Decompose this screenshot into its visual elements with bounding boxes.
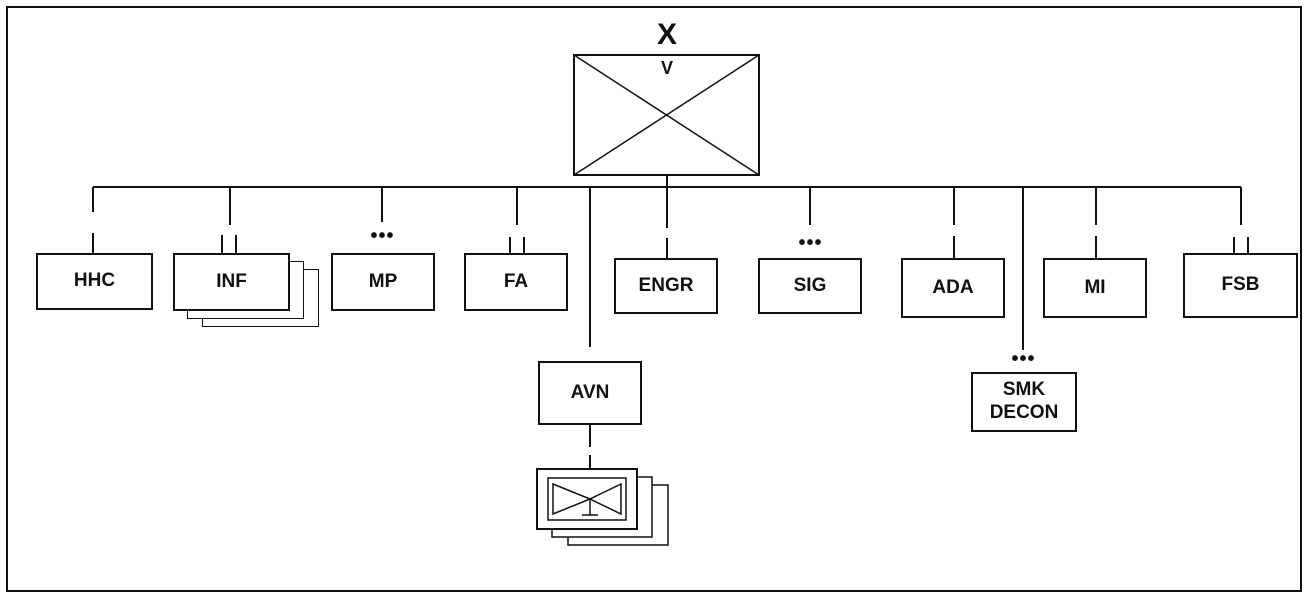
unit-box-fsb: FSB bbox=[1183, 253, 1298, 318]
infantry-cross-line-2 bbox=[573, 54, 760, 176]
unit-box-engr: ENGR bbox=[614, 258, 718, 314]
diagram-frame bbox=[6, 6, 1302, 592]
unit-label-avn: AVN bbox=[570, 381, 610, 403]
unit-label-mp: MP bbox=[368, 270, 398, 292]
unit-label-ada: ADA bbox=[932, 276, 974, 298]
hq-designation: V bbox=[660, 58, 673, 78]
unit-box-hhc: HHC bbox=[36, 253, 153, 310]
unit-box-mi: MI bbox=[1043, 258, 1147, 318]
unit-box-ada: ADA bbox=[901, 258, 1005, 318]
unit-label-hhc: HHC bbox=[73, 270, 116, 292]
unit-label-smk: SMK bbox=[1002, 379, 1046, 401]
unit-box-fa: FA bbox=[464, 253, 568, 311]
unit-label-fsb: FSB bbox=[1221, 274, 1260, 296]
sig-size-dots: ••• bbox=[798, 232, 823, 254]
unit-box-sig: SIG bbox=[758, 258, 862, 314]
unit-label-mi: MI bbox=[1084, 276, 1106, 298]
unit-box-avn: AVN bbox=[538, 361, 642, 425]
smk-size-dots: ••• bbox=[1011, 348, 1036, 370]
unit-box-inf: INF bbox=[173, 253, 290, 311]
unit-label-fa: FA bbox=[503, 270, 529, 292]
aviation-bowtie-icon bbox=[547, 477, 627, 521]
hq-echelon-symbol: X bbox=[656, 18, 677, 51]
unit-box-mp: MP bbox=[331, 253, 435, 311]
mp-size-dots: ••• bbox=[370, 225, 395, 247]
unit-label-sig: SIG bbox=[793, 274, 827, 296]
unit-label-decon: DECON bbox=[989, 402, 1059, 423]
unit-box-smk-decon: SMK DECON bbox=[971, 372, 1077, 432]
unit-label-inf: INF bbox=[216, 270, 247, 292]
unit-label-engr: ENGR bbox=[638, 274, 694, 296]
